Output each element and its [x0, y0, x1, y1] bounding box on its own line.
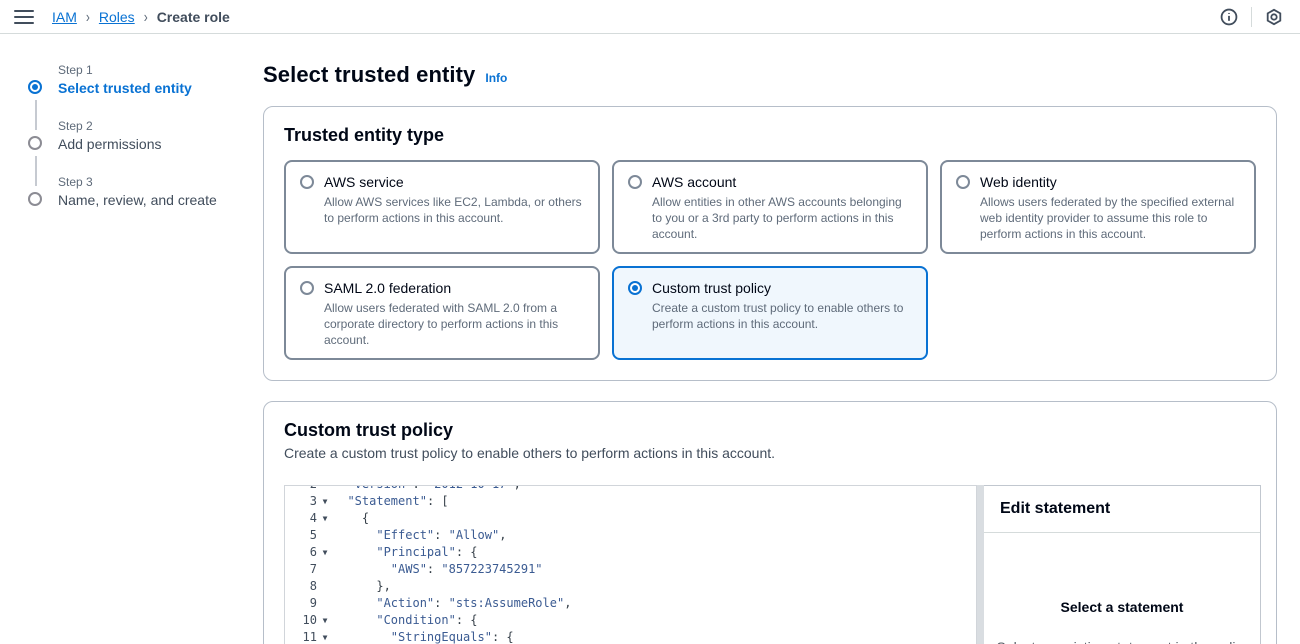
tile-title: Custom trust policy	[652, 280, 772, 296]
select-statement-description: Select an existing statement in the poli…	[992, 637, 1254, 644]
tile-custom-trust-policy[interactable]: Custom trust policy Create a custom trus…	[612, 266, 928, 360]
radio-icon[interactable]	[628, 281, 642, 295]
tile-title: AWS service	[324, 174, 404, 190]
line-number: 11	[302, 630, 317, 644]
breadcrumb-current: Create role	[156, 8, 230, 25]
code-text: {	[333, 511, 370, 525]
fold-toggle-icon[interactable]: ▼	[322, 633, 328, 642]
custom-trust-policy-title: Custom trust policy	[284, 420, 454, 440]
page-title: Select trusted entity	[263, 62, 476, 87]
chevron-right-icon: ›	[85, 7, 90, 26]
custom-trust-policy-card: Custom trust policy Create a custom trus…	[263, 401, 1277, 644]
fold-toggle-icon[interactable]: ▼	[322, 548, 328, 557]
step-item-name-review-create[interactable]: Step 3 Name, review, and create	[28, 174, 263, 210]
step-radio-icon	[28, 80, 42, 94]
line-number: 7	[309, 562, 317, 576]
code-line[interactable]: 6 ▼ "Principal": {	[285, 544, 976, 561]
chevron-right-icon: ›	[143, 7, 148, 26]
breadcrumb: IAM › Roles › Create role	[52, 7, 230, 26]
fold-spacer	[317, 561, 333, 578]
radio-icon[interactable]	[956, 175, 970, 189]
policy-code-editor[interactable]: 2 "Version": "2012-10-17",3▼ "Statement"…	[284, 485, 977, 644]
code-text: "Action": "sts:AssumeRole",	[376, 596, 572, 610]
code-line[interactable]: 9 "Action": "sts:AssumeRole",	[285, 595, 976, 612]
tile-description: Allow AWS services like EC2, Lambda, or …	[324, 195, 582, 225]
trusted-entity-type-card: Trusted entity type AWS service Allow AW…	[263, 106, 1277, 381]
step-number: Step 1	[58, 63, 93, 77]
settings-icon[interactable]	[1264, 7, 1284, 27]
tile-description: Allows users federated by the specified …	[980, 195, 1235, 241]
code-line[interactable]: 8 },	[285, 578, 976, 595]
fold-spacer	[317, 595, 333, 612]
code-line[interactable]: 2 "Version": "2012-10-17",	[285, 486, 976, 493]
code-line[interactable]: 10 ▼ "Condition": {	[285, 612, 976, 629]
panel-resize-handle[interactable]	[977, 485, 984, 644]
edit-statement-header: Edit statement	[984, 486, 1260, 533]
code-text: "AWS": "857223745291"	[390, 562, 543, 576]
fold-toggle-icon[interactable]: ▼	[322, 514, 328, 523]
info-link[interactable]: Info	[485, 71, 508, 85]
step-item-add-permissions[interactable]: Step 2 Add permissions	[28, 118, 263, 186]
code-line[interactable]: 4 ▼ {	[285, 510, 976, 527]
radio-icon[interactable]	[300, 281, 314, 295]
custom-trust-policy-description: Create a custom trust policy to enable o…	[284, 445, 776, 461]
tile-description: Create a custom trust policy to enable o…	[652, 301, 904, 331]
line-number: 5	[309, 528, 317, 542]
line-number: 2	[285, 486, 317, 493]
step-label: Name, review, and create	[58, 192, 217, 208]
breadcrumb-link-roles[interactable]: Roles	[98, 8, 135, 25]
trusted-entity-type-title: Trusted entity type	[284, 125, 445, 145]
top-navigation-bar: IAM › Roles › Create role	[0, 0, 1300, 34]
tile-description: Allow users federated with SAML 2.0 from…	[324, 301, 559, 347]
code-line[interactable]: 11 ▼ "StringEquals": {	[285, 629, 976, 644]
info-icon[interactable]	[1219, 7, 1239, 27]
line-number: 9	[309, 596, 317, 610]
step-label: Select trusted entity	[58, 80, 192, 96]
step-item-select-trusted-entity[interactable]: Step 1 Select trusted entity	[28, 62, 263, 130]
fold-toggle-icon[interactable]: ▼	[322, 497, 328, 506]
fold-toggle-icon[interactable]: ▼	[322, 616, 328, 625]
line-number: 10	[302, 613, 317, 627]
tile-aws-service[interactable]: AWS service Allow AWS services like EC2,…	[284, 160, 600, 254]
code-line[interactable]: 3 ▼ "Statement": [	[285, 493, 976, 510]
radio-icon[interactable]	[300, 175, 314, 189]
code-line[interactable]: 7 "AWS": "857223745291"	[285, 561, 976, 578]
step-number: Step 3	[58, 175, 93, 189]
code-text: "Version": "2012-10-17",	[333, 486, 520, 493]
step-label: Add permissions	[58, 136, 162, 152]
step-radio-icon	[28, 136, 42, 150]
radio-icon[interactable]	[628, 175, 642, 189]
tile-saml-federation[interactable]: SAML 2.0 federation Allow users federate…	[284, 266, 600, 360]
code-text: "Effect": "Allow",	[376, 528, 507, 542]
fold-spacer	[317, 578, 333, 595]
menu-icon[interactable]	[14, 9, 34, 24]
tile-title: Web identity	[980, 174, 1057, 190]
tile-web-identity[interactable]: Web identity Allows users federated by t…	[940, 160, 1256, 254]
code-text: "StringEquals": {	[390, 630, 514, 644]
fold-spacer	[317, 527, 333, 544]
select-statement-title: Select a statement	[1060, 599, 1184, 615]
tile-title: SAML 2.0 federation	[324, 280, 452, 296]
line-number: 3	[309, 494, 317, 508]
edit-statement-panel: Edit statement Select a statement Select…	[984, 485, 1261, 644]
wizard-steps-nav: Step 1 Select trusted entity Step 2 Add …	[28, 62, 263, 644]
tile-aws-account[interactable]: AWS account Allow entities in other AWS …	[612, 160, 928, 254]
trusted-entity-tiles: AWS service Allow AWS services like EC2,…	[284, 160, 1256, 360]
step-radio-icon	[28, 192, 42, 206]
code-text: "Principal": {	[376, 545, 478, 559]
code-text: },	[333, 579, 391, 593]
tile-title: AWS account	[652, 174, 737, 190]
breadcrumb-link-iam[interactable]: IAM	[52, 8, 77, 25]
step-number: Step 2	[58, 119, 93, 133]
line-number: 6	[309, 545, 317, 559]
divider	[1251, 6, 1252, 27]
line-number: 4	[309, 511, 317, 525]
code-text: "Statement": [	[347, 494, 449, 508]
code-line[interactable]: 5 "Effect": "Allow",	[285, 527, 976, 544]
line-number: 8	[309, 579, 317, 593]
code-lines: 2 "Version": "2012-10-17",3▼ "Statement"…	[285, 486, 976, 644]
code-text: "Condition": {	[376, 613, 478, 627]
fold-spacer	[317, 486, 333, 493]
tile-description: Allow entities in other AWS accounts bel…	[652, 195, 902, 241]
